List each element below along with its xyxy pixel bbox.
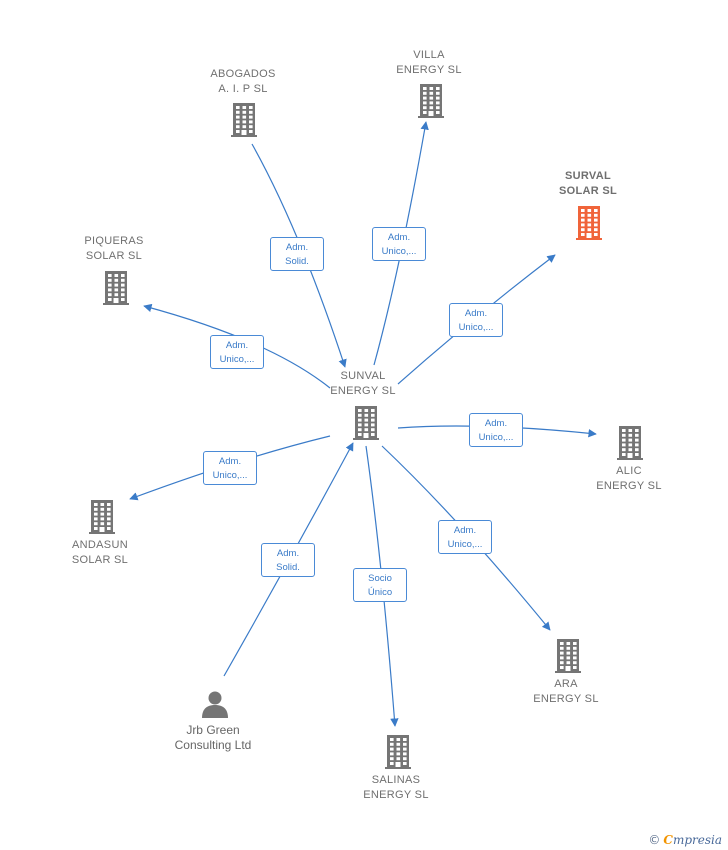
building-icon-alic[interactable]	[617, 426, 643, 465]
brand-credit[interactable]: ©Cmpresia	[648, 833, 722, 847]
building-icon-surval[interactable]	[576, 206, 602, 245]
building-icon-sunval[interactable]	[353, 406, 379, 445]
node-label-jrb[interactable]: Jrb Green Consulting Ltd	[174, 723, 252, 752]
building-icon-ara[interactable]	[555, 639, 581, 678]
edge-label-sunval-to-alic[interactable]: Adm. Unico,...	[469, 413, 523, 447]
building-icon-villa[interactable]	[418, 84, 444, 123]
brand-initial: C	[663, 833, 673, 847]
node-label-sunval[interactable]: SUNVAL ENERGY SL	[330, 370, 396, 397]
node-label-salinas[interactable]: SALINAS ENERGY SL	[363, 774, 429, 801]
edge-label-abogados-to-sunval[interactable]: Adm. Solid.	[270, 237, 324, 271]
building-icon-andasun[interactable]	[89, 500, 115, 539]
brand-name: mpresia	[672, 833, 722, 847]
node-label-villa[interactable]: VILLA ENERGY SL	[396, 49, 462, 76]
copyright-symbol: ©	[648, 833, 661, 847]
edge-label-jrb-to-sunval[interactable]: Adm. Solid.	[261, 543, 315, 577]
edge-label-sunval-to-ara[interactable]: Adm. Unico,...	[438, 520, 492, 554]
building-icon-piqueras[interactable]	[103, 271, 129, 310]
edge-label-sunval-to-villa[interactable]: Adm. Unico,...	[372, 227, 426, 261]
node-label-piqueras[interactable]: PIQUERAS SOLAR SL	[84, 235, 144, 262]
node-label-andasun[interactable]: ANDASUN SOLAR SL	[71, 539, 129, 566]
edge-label-sunval-to-surval[interactable]: Adm. Unico,...	[449, 303, 503, 337]
person-icon-jrb[interactable]	[201, 690, 229, 723]
node-label-ara[interactable]: ARA ENERGY SL	[533, 678, 599, 705]
edge-label-sunval-to-salinas[interactable]: Socio Único	[353, 568, 407, 602]
edge-label-sunval-to-andasun[interactable]: Adm. Unico,...	[203, 451, 257, 485]
edge-label-sunval-to-piqueras[interactable]: Adm. Unico,...	[210, 335, 264, 369]
node-label-surval[interactable]: SURVAL SOLAR SL	[558, 170, 617, 197]
building-icon-abogados[interactable]	[231, 103, 257, 142]
node-label-abogados[interactable]: ABOGADOS A. I. P SL	[210, 68, 276, 95]
node-label-alic[interactable]: ALIC ENERGY SL	[596, 465, 662, 492]
building-icon-salinas[interactable]	[385, 735, 411, 774]
